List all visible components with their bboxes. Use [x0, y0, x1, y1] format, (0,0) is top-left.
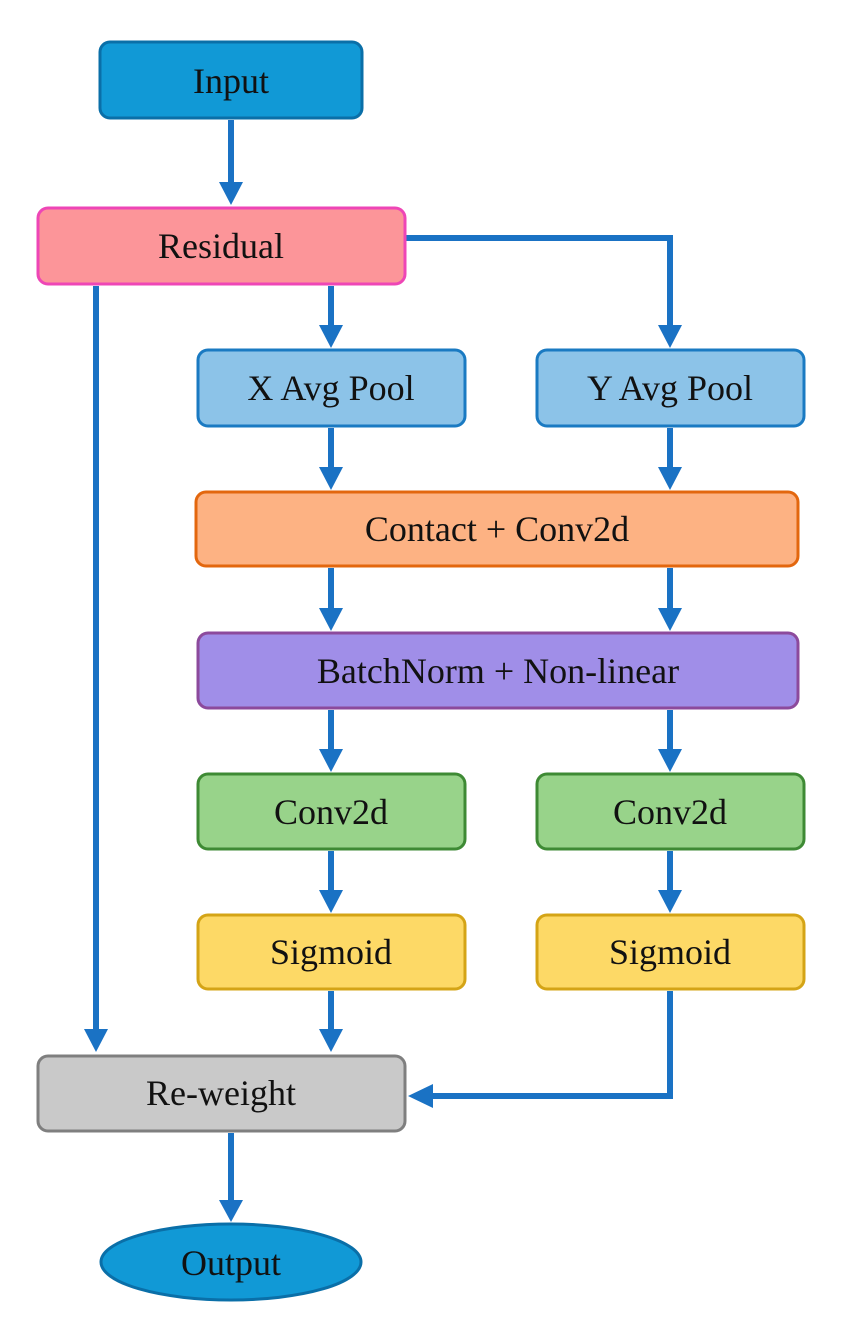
node-conv2d-right-box: [535, 772, 806, 851]
node-batchnorm-label: BatchNorm + Non-linear: [317, 651, 679, 691]
node-concat-conv2d: Contact + Conv2d: [194, 490, 800, 568]
arrowhead-residual-top: [219, 182, 243, 205]
node-sigmoid-left-box: [196, 913, 467, 991]
node-conv2d-left: Conv2d: [196, 772, 467, 851]
arrowhead-output-top: [219, 1200, 243, 1222]
edges: [84, 120, 682, 1222]
node-residual-label: Residual: [158, 226, 284, 266]
node-batchnorm: BatchNorm + Non-linear: [196, 631, 800, 710]
node-sigmoid-right: Sigmoid: [535, 913, 806, 991]
node-y-avg-pool: Y Avg Pool: [535, 348, 806, 428]
arrowhead-xpool-top: [319, 325, 343, 348]
node-conv2d-right-label: Conv2d: [613, 792, 727, 832]
arrowhead-ypool-top: [658, 325, 682, 348]
arrowhead-concat-right: [658, 467, 682, 490]
node-sigmoid-right-label: Sigmoid: [609, 932, 731, 972]
node-sigmoid-left: Sigmoid: [196, 913, 467, 991]
node-sigmoid-left-label: Sigmoid: [270, 932, 392, 972]
node-conv2d-left-label: Conv2d: [274, 792, 388, 832]
node-output-label: Output: [181, 1243, 281, 1283]
node-reweight-box: [36, 1054, 407, 1133]
edge-sigmoid-right-to-reweight: [430, 991, 673, 1099]
node-concat-conv2d-label: Contact + Conv2d: [365, 509, 629, 549]
node-x-avg-pool-label: X Avg Pool: [247, 368, 414, 408]
node-output: Output: [99, 1222, 363, 1302]
node-reweight: Re-weight: [36, 1054, 407, 1133]
node-y-avg-pool-label: Y Avg Pool: [587, 368, 753, 408]
node-input-label: Input: [193, 61, 269, 101]
arrowhead-concat-left: [319, 467, 343, 490]
node-input: Input: [98, 40, 364, 120]
node-x-avg-pool: X Avg Pool: [196, 348, 467, 428]
node-input-box: [98, 40, 364, 120]
node-y-avg-pool-box: [535, 348, 806, 428]
arrowhead-reweight-right: [408, 1084, 433, 1108]
node-residual: Residual: [36, 206, 407, 286]
arrowhead-reweight-left-top: [84, 1029, 108, 1052]
arrowhead-conv-left: [319, 749, 343, 772]
node-conv2d-right: Conv2d: [535, 772, 806, 851]
arrowhead-conv-right: [658, 749, 682, 772]
arrowhead-reweight-top: [319, 1029, 343, 1052]
node-residual-box: [36, 206, 407, 286]
node-x-avg-pool-box: [196, 348, 467, 428]
node-batchnorm-box: [196, 631, 800, 710]
arrowhead-sigmoid-right: [658, 890, 682, 913]
node-sigmoid-right-box: [535, 913, 806, 991]
arrowhead-sigmoid-left: [319, 890, 343, 913]
node-reweight-label: Re-weight: [146, 1073, 296, 1113]
arrowhead-batchnorm-left: [319, 608, 343, 631]
node-conv2d-left-box: [196, 772, 467, 851]
node-concat-conv2d-box: [194, 490, 800, 568]
edge-residual-to-ypool: [406, 235, 673, 328]
arrowhead-batchnorm-right: [658, 608, 682, 631]
node-output-ellipse: [99, 1222, 363, 1302]
